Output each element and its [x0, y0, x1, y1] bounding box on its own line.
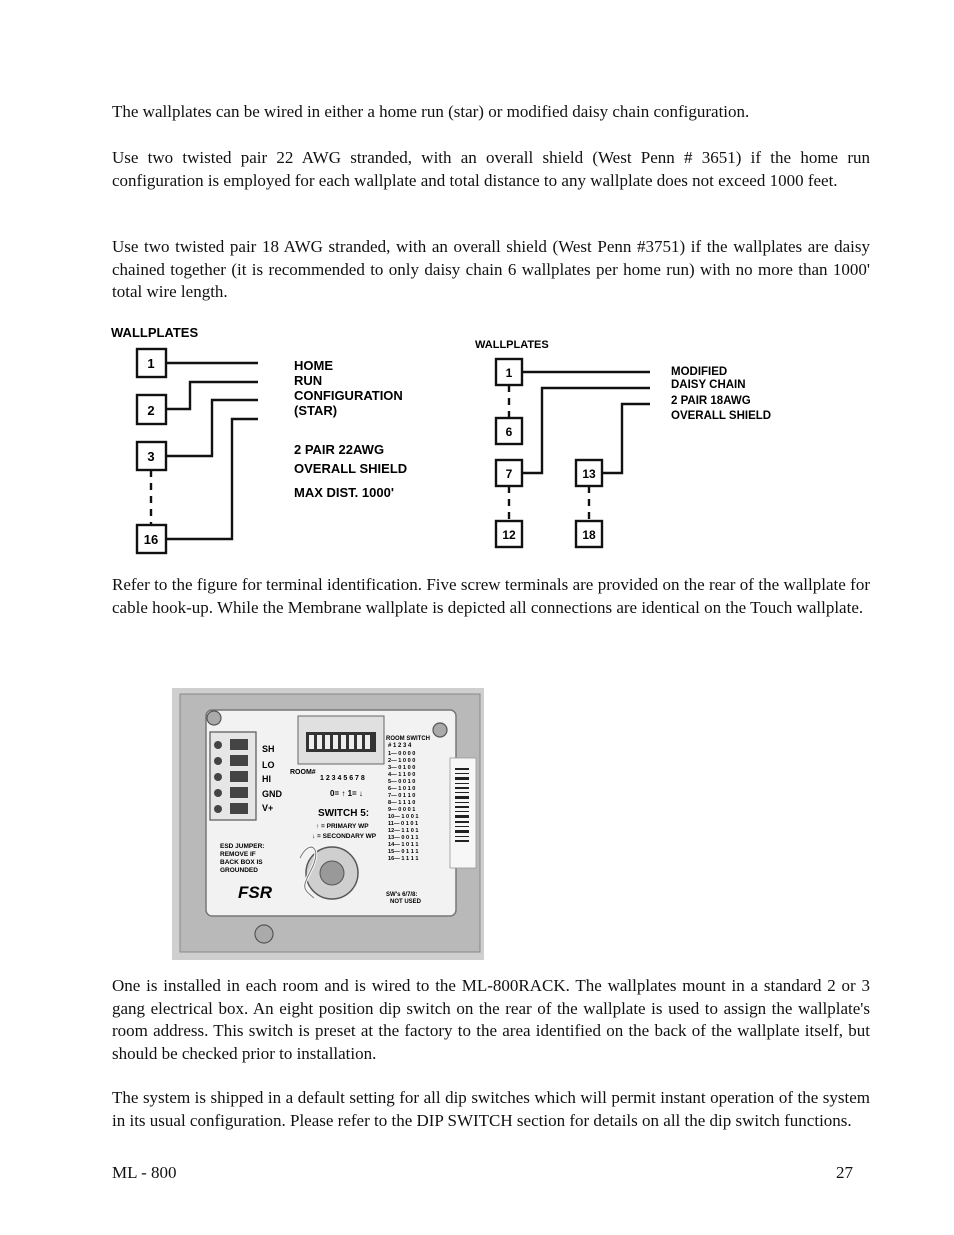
table-row-11: 11— 0 1 0 1 — [388, 821, 418, 827]
daisy-diagram-title: WALLPLATES — [475, 339, 549, 351]
footer-model-label: ML - 800 — [112, 1163, 177, 1182]
switch5-primary: ↑ = PRIMARY WP — [316, 823, 369, 830]
room-dip-digits: 1 2 3 4 5 6 7 8 — [320, 775, 365, 782]
table-row-16: 16— 1 1 1 1 — [388, 856, 418, 862]
home-run-wiring-diagram: WALLPLATES 1 2 3 16 HOME RUN CONFIGURATI… — [111, 325, 407, 555]
wallplate-box-18 — [574, 519, 604, 549]
daisy-wallplate-label-12: 12 — [502, 528, 516, 542]
daisy-wallplate-label-6: 6 — [506, 425, 513, 439]
home-run-label-line-2: RUN — [294, 373, 322, 388]
table-row-9: 9— 0 0 0 1 — [388, 807, 415, 813]
table-row-14: 14— 1 0 1 1 — [388, 842, 418, 848]
home-run-max-distance: MAX DIST. 1000' — [294, 485, 394, 500]
daisy-label-line-3: 2 PAIR 18AWG — [671, 395, 751, 407]
switch5-secondary: ↓ = SECONDARY WP — [312, 833, 377, 840]
home-run-cable-paragraph: Use two twisted pair 22 AWG stranded, wi… — [112, 148, 870, 190]
mounting-screw — [206, 710, 222, 726]
wallplate-label-1: 1 — [147, 356, 154, 371]
terminal-label-v-plus: V+ — [262, 803, 273, 813]
table-row-13: 13— 0 0 1 1 — [388, 835, 418, 841]
table-header-1: ROOM SWITCH — [386, 736, 430, 742]
table-row-2: 2— 1 0 0 0 — [388, 758, 415, 764]
barcode-sticker — [449, 757, 477, 869]
table-row-7: 7— 0 1 1 0 — [388, 793, 415, 799]
terminal-label-sh: SH — [262, 744, 275, 754]
home-run-diagram-title: WALLPLATES — [111, 325, 198, 340]
table-row-10: 10— 1 0 0 1 — [388, 814, 418, 820]
mounting-screw — [254, 924, 274, 944]
wallplate-label-3: 3 — [147, 449, 154, 464]
table-row-5: 5— 0 0 1 0 — [388, 779, 415, 785]
fsr-logo: FSR — [238, 883, 273, 902]
daisy-label-line-4: OVERALL SHIELD — [671, 410, 771, 422]
installation-paragraph: One is installed in each room and is wir… — [112, 976, 870, 1063]
esd-line-3: BACK BOX IS — [220, 859, 263, 866]
not-used-line-2: NOT USED — [390, 899, 422, 905]
table-row-8: 8— 1 1 1 0 — [388, 800, 415, 806]
daisy-chain-wiring-diagram: WALLPLATES 1 6 7 12 13 18 MODIFIED DAISY… — [475, 339, 771, 549]
default-settings-paragraph: The system is shipped in a default setti… — [112, 1088, 870, 1130]
daisy-label-line-2: DAISY CHAIN — [671, 379, 746, 391]
wallplate-rear-photo: SH LO HI GND V+ ROOM# 1 2 3 4 5 6 7 8 0=… — [172, 688, 484, 960]
daisy-wallplate-label-13: 13 — [582, 467, 596, 481]
daisy-wallplate-label-1: 1 — [506, 366, 513, 380]
terminal-label-hi: HI — [262, 774, 271, 784]
esd-line-1: ESD JUMPER: — [220, 843, 264, 850]
intro-paragraph: The wallplates can be wired in either a … — [112, 102, 750, 121]
terminal-label-lo: LO — [262, 760, 275, 770]
table-row-15: 15— 0 1 1 1 — [388, 849, 418, 855]
home-run-label-line-1: HOME — [294, 358, 333, 373]
table-header-2: # 1 2 3 4 — [388, 743, 412, 749]
terminal-identification-paragraph: Refer to the figure for terminal identif… — [112, 575, 870, 617]
table-row-4: 4— 1 1 0 0 — [388, 772, 415, 778]
room-number-label: ROOM# — [290, 769, 316, 776]
daisy-wallplate-label-7: 7 — [506, 467, 513, 481]
daisy-label-line-1: MODIFIED — [671, 366, 727, 378]
home-run-label-line-3: CONFIGURATION — [294, 388, 403, 403]
terminal-label-gnd: GND — [262, 789, 283, 799]
wallplate-label-2: 2 — [147, 403, 154, 418]
esd-line-2: REMOVE IF — [220, 851, 256, 858]
daisy-chain-cable-paragraph: Use two twisted pair 18 AWG stranded, wi… — [112, 237, 870, 301]
dip-off-on-legend: 0= ↑ 1= ↓ — [330, 789, 363, 798]
table-row-6: 6— 1 0 1 0 — [388, 786, 415, 792]
home-run-label-line-4: (STAR) — [294, 403, 337, 418]
not-used-line-1: SW's 6/7/8: — [386, 892, 417, 898]
esd-line-4: GROUNDED — [220, 867, 258, 874]
table-row-12: 12— 1 1 0 1 — [388, 828, 418, 834]
home-run-spec-line-2: OVERALL SHIELD — [294, 461, 407, 476]
wallplate-box-12 — [494, 519, 524, 549]
table-row-1: 1— 0 0 0 0 — [388, 751, 415, 757]
daisy-wallplate-label-18: 18 — [582, 528, 596, 542]
page-number: 27 — [836, 1163, 853, 1182]
home-run-spec-line-1: 2 PAIR 22AWG — [294, 442, 384, 457]
mounting-screw — [432, 722, 448, 738]
table-row-3: 3— 0 1 0 0 — [388, 765, 415, 771]
wallplate-label-16: 16 — [144, 532, 158, 547]
switch5-title: SWITCH 5: — [318, 808, 369, 819]
